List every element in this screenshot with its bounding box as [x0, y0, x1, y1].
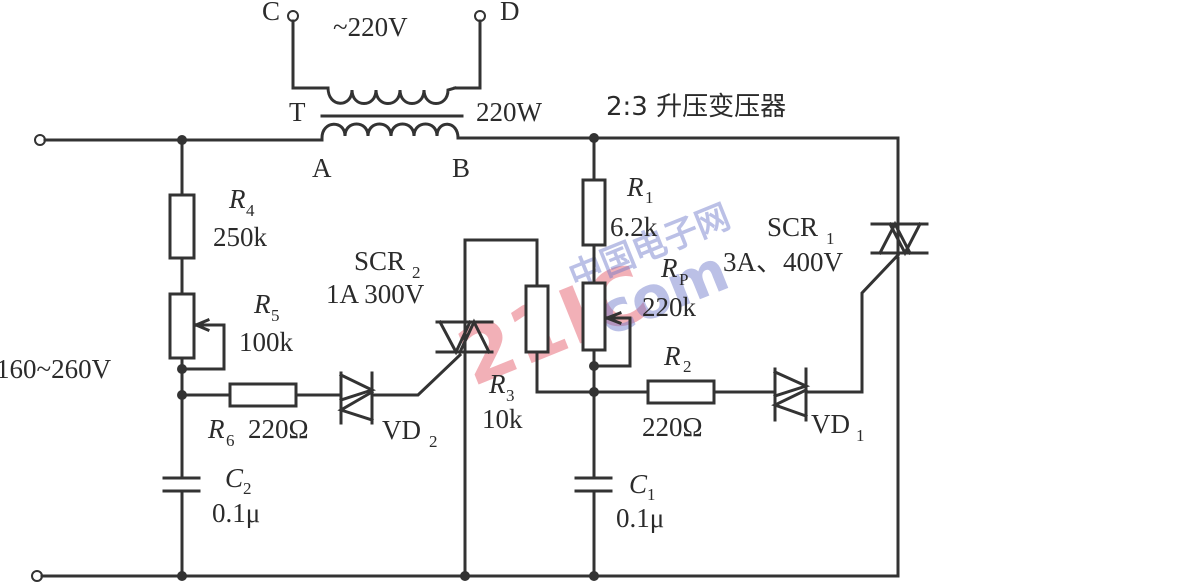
r4-name: R	[228, 184, 246, 214]
rp-name: R	[660, 253, 678, 283]
diac-vd1	[771, 367, 811, 422]
wire-c	[291, 19, 330, 90]
junction	[589, 361, 599, 371]
c1-name: C	[629, 469, 648, 499]
junction	[460, 571, 470, 581]
wire-rp-wiper	[592, 316, 632, 368]
wire-d	[453, 19, 482, 90]
wire-vd2-gate	[370, 352, 463, 397]
c2-sub: 2	[243, 479, 252, 498]
coil-upper	[326, 86, 457, 105]
coil-lower	[320, 122, 460, 140]
wiring	[31, 134, 901, 582]
scr2-name: SCR	[354, 246, 405, 276]
resistor-r3	[524, 284, 550, 354]
r6-sub: 6	[226, 431, 235, 450]
r2-sub: 2	[683, 357, 692, 376]
vd1-name: VD	[811, 409, 850, 439]
r3-name: R	[488, 369, 506, 399]
transformer: C D ~220V T 220W A B	[262, 0, 543, 183]
r3-sub: 3	[506, 386, 515, 405]
junctions	[177, 133, 599, 581]
label-supply: ~220V	[333, 12, 408, 42]
capacitor-c2	[162, 476, 201, 493]
scr1-rating: 3A、400V	[723, 247, 843, 277]
vd2-name: VD	[382, 415, 421, 445]
scr2-rating: 1A 300V	[326, 279, 425, 309]
rp-wiper-arrow	[605, 311, 622, 325]
r1-value: 6.2k	[610, 212, 658, 242]
r5-value: 100k	[239, 327, 294, 357]
r6-value: 220Ω	[248, 414, 309, 444]
junction	[589, 571, 599, 581]
vd2-sub: 2	[429, 432, 438, 451]
wire-vd1-gate	[805, 252, 901, 394]
r4-sub: 4	[246, 201, 255, 220]
junction	[177, 364, 187, 374]
scr1-sub: 1	[826, 229, 835, 248]
wire-bottom	[40, 256, 900, 578]
label-a: A	[312, 153, 332, 183]
label-c: C	[262, 0, 280, 26]
wire-top-right	[456, 136, 900, 252]
r5-name: R	[253, 289, 271, 319]
junction	[177, 390, 187, 400]
diac-vd2	[337, 371, 377, 425]
label-b: B	[452, 153, 470, 183]
c1-value: 0.1μ	[616, 503, 664, 533]
label-power: 220W	[476, 97, 543, 127]
r6-name: R	[207, 414, 225, 444]
label-t: T	[289, 97, 306, 127]
potentiometer-r5	[168, 292, 196, 360]
junction	[589, 133, 599, 143]
capacitor-c1	[574, 476, 613, 493]
r5-sub: 5	[271, 306, 280, 325]
junction	[177, 135, 187, 145]
wire-r5-wiper	[180, 323, 226, 371]
c2-name: C	[225, 463, 244, 493]
r1-name: R	[626, 172, 644, 202]
diagram-title: 2:3 升压变压器	[606, 92, 786, 122]
c2-value: 0.1μ	[212, 498, 260, 528]
scr2-sub: 2	[412, 263, 421, 282]
input-voltage: 160~260V	[0, 354, 112, 384]
resistor-r1	[581, 178, 607, 247]
wire-r3-bottom	[535, 350, 597, 394]
junction	[177, 571, 187, 581]
triac-scr1	[870, 220, 929, 257]
r5-wiper-arrow	[194, 318, 210, 332]
rp-value: 220k	[642, 292, 697, 322]
label-d: D	[500, 0, 520, 26]
rp-sub: P	[679, 270, 688, 289]
r2-value: 220Ω	[642, 412, 703, 442]
junction	[589, 387, 599, 397]
r1-sub: 1	[645, 188, 654, 207]
triac-scr2	[435, 318, 494, 356]
r3-value: 10k	[482, 404, 523, 434]
resistor-r2	[646, 379, 716, 405]
resistor-r6	[228, 382, 298, 408]
scr1-name: SCR	[767, 212, 818, 242]
potentiometer-rp	[581, 281, 607, 352]
r2-name: R	[663, 341, 681, 371]
vd1-sub: 1	[856, 426, 865, 445]
r4-value: 250k	[213, 222, 268, 252]
wire-r3-top	[463, 238, 539, 288]
resistor-r4	[168, 193, 196, 260]
c1-sub: 1	[647, 485, 656, 504]
